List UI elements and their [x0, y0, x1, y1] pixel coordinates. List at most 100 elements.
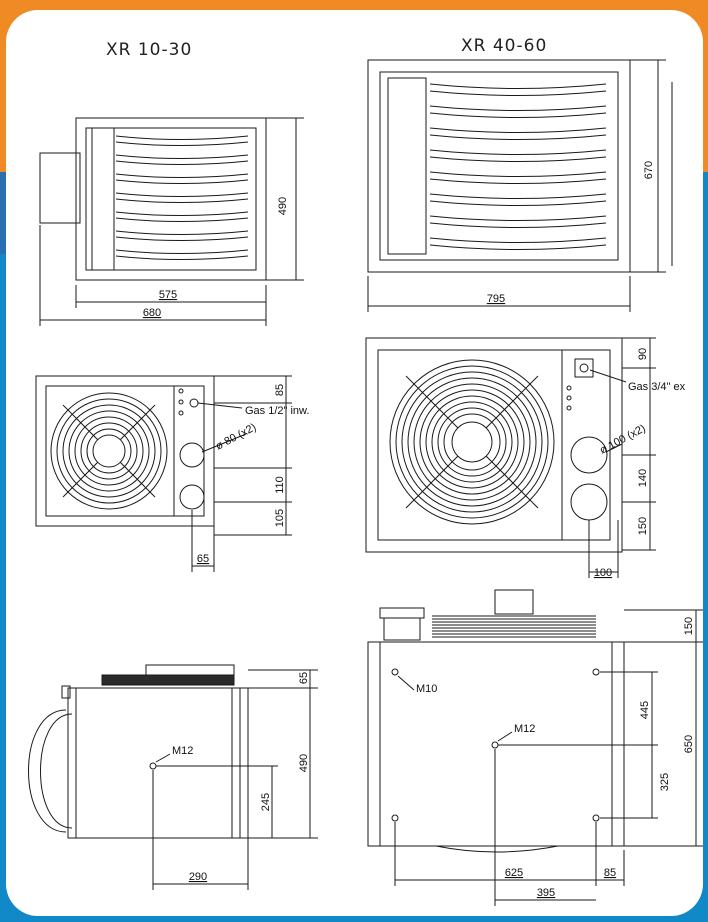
- title-xr-10-30: XR 10-30: [106, 40, 193, 60]
- louvre-blade: [115, 211, 249, 216]
- fan-ring: [86, 428, 132, 474]
- small-lower-duct: [179, 484, 205, 510]
- dim-small-side-top: 65: [298, 672, 310, 684]
- dim-large-side-upper-mount: 445: [639, 701, 651, 719]
- dim-small-rear-conn: 65: [197, 553, 209, 565]
- fan-ring: [407, 377, 537, 507]
- dim-large-rear-conn: 100: [594, 567, 612, 579]
- fan-ring: [56, 398, 162, 504]
- fan-ring: [425, 395, 519, 489]
- louvre-blade: [429, 127, 607, 133]
- label-large-m10: M10: [416, 683, 437, 695]
- louvre-blade: [429, 244, 607, 250]
- large-side-view: [367, 589, 703, 906]
- fan-ring: [443, 413, 501, 471]
- louvre-blade: [429, 105, 607, 111]
- louvre-blade: [429, 149, 607, 155]
- dim-large-side-offset: 85: [604, 867, 616, 879]
- louvre-blade: [429, 90, 607, 96]
- large-front-inner: [379, 71, 619, 261]
- large-front-view: [367, 59, 673, 312]
- louvre-blade: [115, 249, 249, 254]
- fan-ring: [74, 416, 144, 486]
- fan-ring: [395, 365, 549, 519]
- small-side-body: [67, 687, 249, 839]
- louvre-blade: [429, 171, 607, 177]
- dim-small-side-width: 290: [189, 871, 207, 883]
- large-side-fins: [432, 615, 596, 638]
- louvre-blade: [115, 154, 249, 159]
- dim-large-side-width: 625: [505, 867, 523, 879]
- fan-ring: [80, 422, 138, 480]
- dim-large-side-lower-mount: 325: [659, 773, 671, 791]
- small-side-top-unit: [145, 664, 235, 676]
- large-side-body: [367, 641, 625, 847]
- dim-small-rear-top: 85: [274, 384, 286, 396]
- dim-small-side-mount: 245: [260, 793, 272, 811]
- large-front-body: [367, 59, 631, 273]
- louvre-blade: [115, 179, 249, 184]
- drawing-sheet: XR 10-30 XR 40-60 490 575 680: [6, 10, 703, 916]
- large-side-m12-hole: [491, 741, 499, 749]
- large-fan-guard: [389, 359, 555, 525]
- small-front-body: [75, 117, 267, 281]
- label-large-gas: Gas 3/4" ex: [628, 381, 686, 393]
- louvre-blade: [115, 135, 249, 140]
- label-small-m12: M12: [172, 745, 193, 757]
- small-gas-port: [189, 398, 199, 408]
- large-side-flue: [379, 607, 425, 619]
- louvre-blade: [115, 230, 249, 235]
- louvre-blade: [429, 134, 607, 140]
- louvre-blade: [115, 255, 249, 260]
- label-large-m12: M12: [514, 723, 535, 735]
- dim-small-rear-mid: 110: [274, 476, 286, 494]
- large-rear-inner: [377, 349, 611, 541]
- fan-ring: [68, 410, 150, 492]
- fan-ring: [413, 383, 531, 501]
- louvre-blade: [429, 237, 607, 243]
- large-rear-view: [365, 337, 656, 578]
- technical-drawing: 490 575 680 670 795: [28, 59, 703, 906]
- large-side-m10-hole-bl: [391, 814, 399, 822]
- dim-large-side-top: 150: [683, 617, 695, 635]
- large-side-m10-hole-tr: [592, 668, 600, 676]
- title-xr-40-60: XR 40-60: [461, 36, 548, 56]
- small-rear-body: [35, 375, 215, 527]
- dim-large-front-height: 670: [643, 161, 655, 179]
- louvre-blade: [429, 156, 607, 162]
- small-side-fan-dome: [28, 709, 67, 833]
- louvre-blade: [115, 141, 249, 146]
- fan-ring: [431, 401, 513, 483]
- louvre-blade: [429, 178, 607, 184]
- large-side-m10-hole-br: [592, 814, 600, 822]
- large-rear-body: [365, 337, 623, 553]
- fan-ring: [437, 407, 507, 477]
- louvre-blade: [429, 215, 607, 221]
- small-front-side-box: [39, 152, 81, 224]
- dim-large-side-height: 650: [683, 735, 695, 753]
- dim-small-front-width: 575: [159, 289, 177, 301]
- label-large-diameter: ø 100 (x2): [598, 423, 648, 457]
- small-front-inner: [85, 127, 257, 271]
- louvre-blade: [115, 217, 249, 222]
- small-fan-guard: [50, 392, 168, 510]
- large-front-left-post: [387, 77, 427, 255]
- dim-large-front-width: 795: [487, 293, 505, 305]
- louvre-blade: [429, 193, 607, 199]
- large-upper-duct: [570, 436, 608, 474]
- fan-ring: [62, 404, 156, 498]
- large-lower-duct: [570, 483, 608, 521]
- large-side-top-box: [494, 589, 534, 615]
- louvre-blade: [115, 236, 249, 241]
- small-front-louvres: [115, 135, 249, 260]
- louvre-blade: [115, 173, 249, 178]
- small-front-view: [39, 117, 304, 326]
- large-fan-rings: [395, 365, 549, 519]
- louvre-blade: [429, 83, 607, 89]
- dim-small-side-height: 490: [298, 754, 310, 772]
- small-side-m12-hole: [149, 762, 157, 770]
- louvre-blade: [115, 192, 249, 197]
- small-upper-duct: [179, 442, 205, 468]
- large-side-m10-hole-tl: [391, 668, 399, 676]
- louvre-blade: [429, 112, 607, 118]
